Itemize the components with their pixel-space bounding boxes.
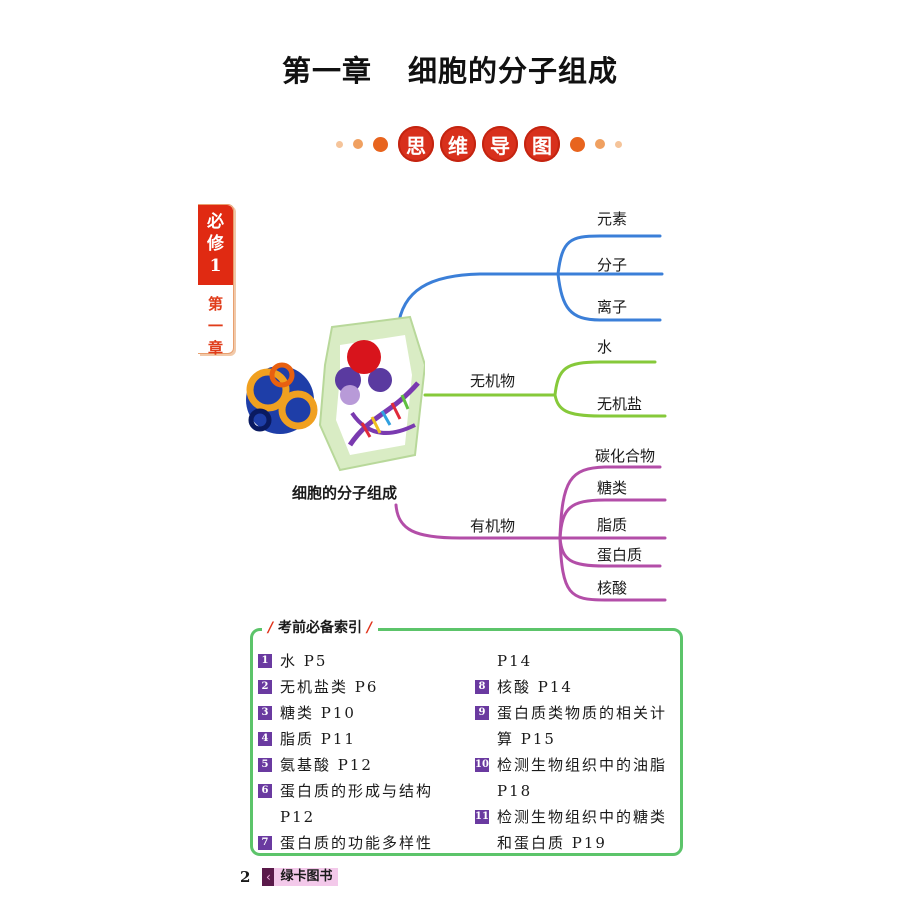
number-badge: 2 (258, 680, 272, 694)
index-item: 9 蛋白质类物质的相关计 (475, 700, 667, 726)
index-item-text: 氨基酸 P12 (280, 756, 373, 774)
index-title: / 考前必备索引 / (262, 617, 378, 637)
side-tab-char: 章 (207, 339, 223, 357)
dna-icon (347, 381, 420, 447)
index-item: 5 氨基酸 P12 (258, 752, 433, 778)
index-item-continued: P12 (280, 808, 316, 826)
dot-icon (595, 139, 605, 149)
index-item-text: 检测生物组织中的糖类 (497, 808, 668, 826)
water-molecule-icon (335, 340, 392, 405)
index-item: 10 检测生物组织中的油脂 (475, 752, 667, 778)
index-item-continued: 算 P15 (497, 730, 556, 748)
dot-icon (353, 139, 363, 149)
dot-icon (373, 136, 388, 152)
branch-green (423, 360, 667, 418)
index-item: 11 检测生物组织中的糖类 (475, 804, 667, 830)
number-badge: 10 (475, 758, 489, 772)
page-number: 2 (240, 868, 251, 886)
mindmap-node: 元素 (597, 210, 628, 228)
side-tab-char: 一 (207, 317, 223, 335)
protein-icon (246, 362, 318, 434)
index-item-continued: P18 (497, 782, 533, 800)
index-item: 7 蛋白质的功能多样性 (258, 830, 433, 856)
number-badge: 7 (258, 836, 272, 850)
index-item: 6 蛋白质的形成与结构 (258, 778, 433, 804)
branch-blue (396, 234, 664, 330)
index-item-text: 核酸 P14 (497, 678, 573, 696)
page-footer: 2 ‹ 绿卡图书 (240, 868, 339, 886)
index-item: 4 脂质 P11 (258, 726, 433, 752)
index-item-continued: P14 (497, 652, 533, 670)
mindmap-branch-label: 无机物 (470, 372, 516, 390)
index-right-column: P14 8 核酸 P14 9 蛋白质类物质的相关计 算 P15 10 检测生物组织中的… (475, 648, 667, 856)
index-item-text: 脂质 P11 (280, 730, 356, 748)
side-tab-chapter: 第 一 章 (198, 285, 233, 359)
banner-char: 思 (398, 126, 434, 162)
side-tab-char: 1 (209, 256, 222, 276)
number-badge: 4 (258, 732, 272, 746)
dot-icon (336, 140, 343, 148)
mindmap-branch-label: 有机物 (470, 517, 516, 535)
index-item-text: 水 P5 (280, 652, 328, 670)
number-badge: 11 (475, 810, 489, 824)
index-item-text: 糖类 P10 (280, 704, 356, 722)
index-item: 3 糖类 P10 (258, 700, 433, 726)
mindmap-center: 细胞的分子组成 (292, 484, 398, 502)
mindmap-node: 水 (597, 338, 613, 356)
number-badge: 8 (475, 680, 489, 694)
number-badge: 5 (258, 758, 272, 772)
number-badge: 1 (258, 654, 272, 668)
number-badge: 9 (475, 706, 489, 720)
side-tab: 必 修 1 第 一 章 (198, 204, 234, 357)
index-item-text: 蛋白质的功能多样性 (280, 834, 434, 852)
banner-char: 导 (482, 126, 518, 162)
index-item: 2 无机盐类 P6 (258, 674, 433, 700)
side-tab-char: 修 (207, 234, 224, 254)
chapter-number: 第一章 (281, 54, 372, 88)
branch-purple (394, 465, 667, 602)
index-item-text: 蛋白质类物质的相关计 (497, 704, 668, 722)
index-item-continued: 和蛋白质 P19 (497, 834, 607, 852)
mindmap-banner: 思 维 导 图 (336, 124, 632, 164)
index-box (250, 628, 683, 856)
index-item-text: 检测生物组织中的油脂 (497, 756, 668, 774)
side-tab-volume: 必 修 1 (198, 205, 233, 285)
side-tab-char: 第 (207, 295, 223, 313)
mindmap-node: 核酸 (597, 579, 628, 597)
mindmap-node: 分子 (597, 256, 628, 274)
side-tab-char: 必 (207, 212, 224, 232)
mindmap-node: 蛋白质 (597, 546, 643, 564)
mindmap-node: 无机盐 (597, 395, 643, 413)
index-title-text: 考前必备索引 (278, 620, 362, 636)
number-badge: 6 (258, 784, 272, 798)
number-badge: 3 (258, 706, 272, 720)
banner-char: 维 (440, 126, 476, 162)
chapter-name: 细胞的分子组成 (408, 54, 619, 88)
molecules-illustration (246, 315, 425, 472)
index-item: 8 核酸 P14 (475, 674, 667, 700)
page-title: 第一章 细胞的分子组成 (0, 48, 900, 90)
chevron-left-icon: ‹ (262, 868, 275, 886)
mindmap-node: 糖类 (597, 479, 628, 497)
index-item-text: 无机盐类 P6 (280, 678, 379, 696)
dot-icon (570, 136, 585, 152)
mindmap-node: 离子 (597, 298, 628, 316)
mindmap-node: 碳化合物 (595, 447, 656, 465)
brand-label: 绿卡图书 (274, 868, 339, 886)
banner-char: 图 (524, 126, 560, 162)
dot-icon (615, 140, 622, 148)
index-item-text: 蛋白质的形成与结构 (280, 782, 434, 800)
mindmap-node: 脂质 (597, 516, 628, 534)
index-item: 1 水 P5 (258, 648, 433, 674)
